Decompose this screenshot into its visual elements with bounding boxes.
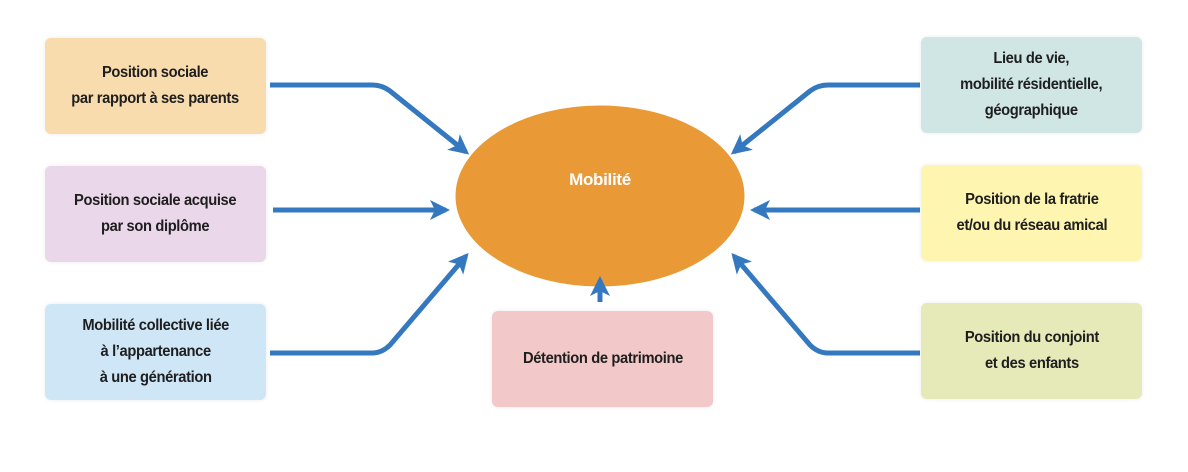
factor-label: Détention de patrimoine — [522, 350, 683, 367]
factor-label: Position de la fratrie et/ou du réseau a… — [956, 191, 1107, 234]
arrow-conjoint — [731, 252, 920, 356]
factor-label: Lieu de vie, mobilité résidentielle, géo… — [960, 50, 1103, 119]
factor-box-diplome: Position sociale acquise par son diplôme — [45, 166, 266, 262]
factor-label: Position sociale acquise par son diplôme — [74, 192, 237, 235]
factor-box-parents: Position sociale par rapport à ses paren… — [45, 38, 266, 134]
factor-box-patrimoine: Détention de patrimoine — [492, 311, 713, 407]
factor-label: Mobilité collective liée à l’appartenanc… — [82, 317, 229, 386]
factor-box-fratrie: Position de la fratrie et/ou du réseau a… — [921, 165, 1142, 261]
arrow-lieu — [730, 82, 920, 155]
center-ellipse — [452, 102, 748, 290]
factor-box-generation: Mobilité collective liée à l’appartenanc… — [45, 304, 266, 400]
factor-box-lieu: Lieu de vie, mobilité résidentielle, géo… — [921, 37, 1142, 133]
factor-box-conjoint: Position du conjoint et des enfants — [921, 303, 1142, 399]
arrow-generation — [270, 252, 469, 356]
factor-label: Position du conjoint et des enfants — [964, 329, 1099, 372]
arrow-parents — [270, 82, 470, 155]
factor-label: Position sociale par rapport à ses paren… — [71, 64, 240, 107]
center-label: Mobilité — [569, 170, 631, 189]
